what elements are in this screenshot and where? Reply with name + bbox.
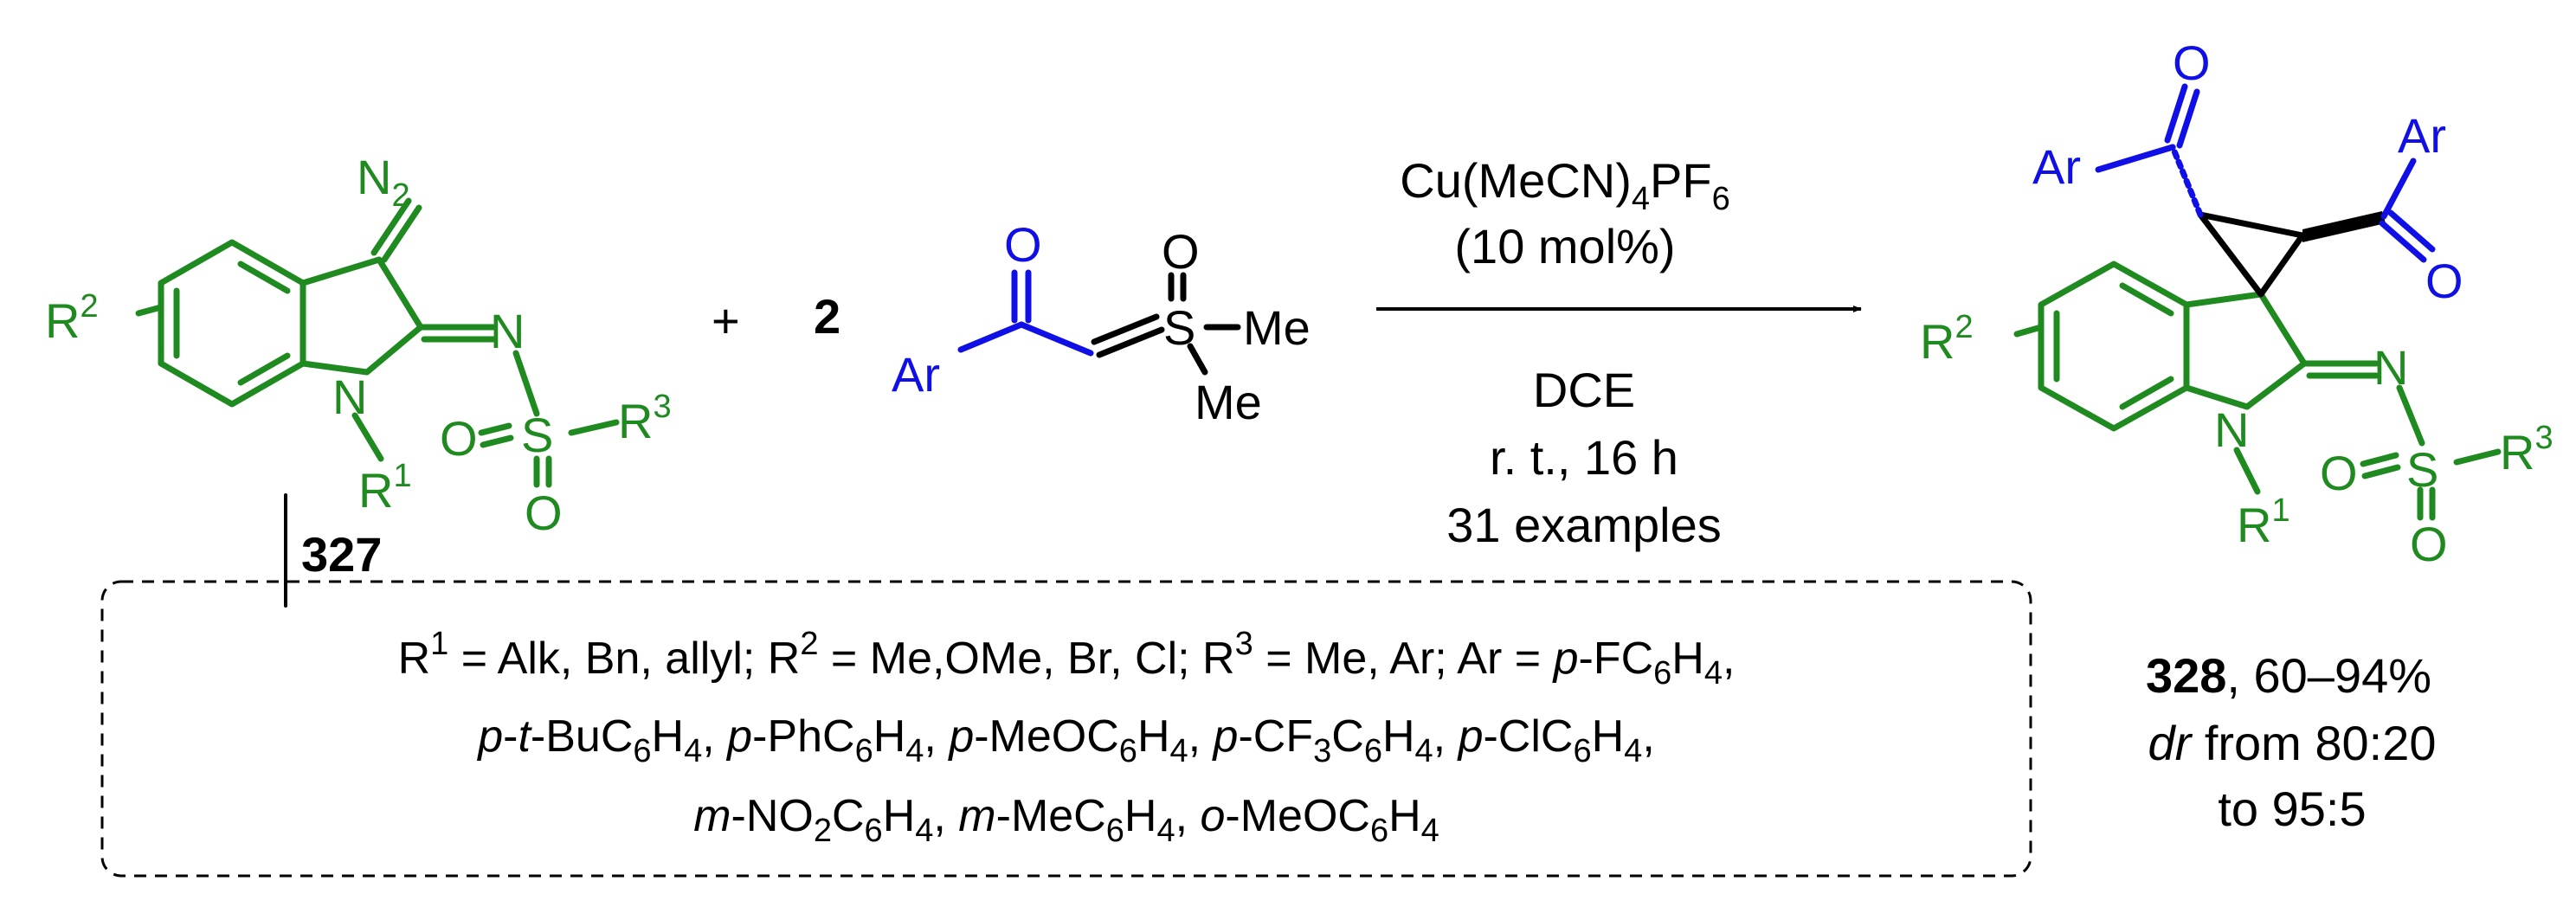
atom-ar-left: Ar (2032, 139, 2081, 194)
atom-o-bottom: O (2410, 517, 2448, 571)
atom-r1: R1 (358, 458, 412, 518)
atom-n2: N2 (357, 150, 410, 214)
catalyst-label: Cu(MeCN)4PF6 (1400, 153, 1729, 217)
substituent-box: R1 = Alk, Bn, allyl; R2 = Me,OMe, Br, Cl… (100, 580, 2032, 878)
product-atom-labels: O Ar Ar O N N S O O R3 R1 R2 (1920, 35, 2553, 571)
substituent-line-2: p-t-BuC6H4, p-PhC6H4, p-MeOC6H4, p-CF3C6… (476, 711, 1655, 769)
atom-s: S (1163, 300, 1195, 355)
plus-sign: + (712, 293, 740, 348)
atom-n-ring: N (332, 370, 367, 424)
temp-time-label: r. t., 16 h (1490, 430, 1678, 485)
product-dr-range: to 95:5 (2218, 782, 2366, 836)
wedge-bond (2302, 211, 2386, 242)
product-yield: 328, 60–94% (2146, 648, 2431, 703)
product-bonds (2013, 83, 2502, 521)
reactant1-bonds (135, 197, 620, 488)
reaction-arrow-group: Cu(MeCN)4PF6 (10 mol%) DCE r. t., 16 h 3… (1376, 153, 1862, 552)
reactant1-atom-labels: N2 N N S O O R3 R1 R2 (45, 150, 672, 540)
atom-me-bottom: Me (1195, 375, 1262, 429)
catalyst-loading: (10 mol%) (1454, 219, 1675, 273)
atom-carbonyl-o: O (1004, 217, 1042, 272)
atom-s: S (521, 408, 553, 462)
product-328: O Ar Ar O N N S O O R3 R1 R2 328, 60–94%… (1920, 35, 2553, 836)
atom-o-top: O (2173, 35, 2211, 90)
examples-label: 31 examples (1446, 498, 1722, 552)
reactant-327: N2 N N S O O R3 R1 R2 327 (45, 150, 672, 608)
substituent-line-1: R1 = Alk, Bn, allyl; R2 = Me,OMe, Br, Cl… (398, 626, 1736, 692)
atom-sulfoxide-o: O (1162, 224, 1200, 279)
reagent-sulfoxonium-ylide: 2 O Ar S O Me Me (814, 217, 1311, 429)
atom-n-imine: N (2373, 340, 2408, 395)
solvent-label: DCE (1533, 363, 1635, 417)
atom-r2: R2 (45, 288, 99, 348)
product-dr: dr from 80:20 (2148, 716, 2436, 770)
atom-r3: R3 (2500, 420, 2553, 479)
atom-n-ring: N (2214, 402, 2249, 457)
substituent-line-3: m-NO2C6H4, m-MeC6H4, o-MeOC6H4 (693, 791, 1439, 849)
compound-number-327: 327 (301, 527, 382, 582)
reagent-equiv: 2 (814, 289, 840, 344)
atom-r3: R3 (618, 389, 672, 448)
atom-r2: R2 (1920, 309, 1974, 369)
atom-o-bottom: O (525, 486, 563, 540)
reagent-bonds (957, 269, 1241, 376)
reagent-atom-labels: O Ar S O Me Me (892, 217, 1311, 429)
atom-me-right: Me (1243, 300, 1311, 355)
dashed-frame (100, 580, 2032, 878)
atom-n-imine: N (490, 304, 525, 358)
atom-o-left: O (2320, 446, 2358, 500)
atom-o-left: O (440, 411, 478, 466)
atom-o-right: O (2425, 254, 2463, 308)
atom-ar-right: Ar (2398, 108, 2446, 163)
atom-s: S (2406, 442, 2438, 497)
atom-r1: R1 (2237, 492, 2290, 552)
atom-ar: Ar (892, 347, 940, 402)
